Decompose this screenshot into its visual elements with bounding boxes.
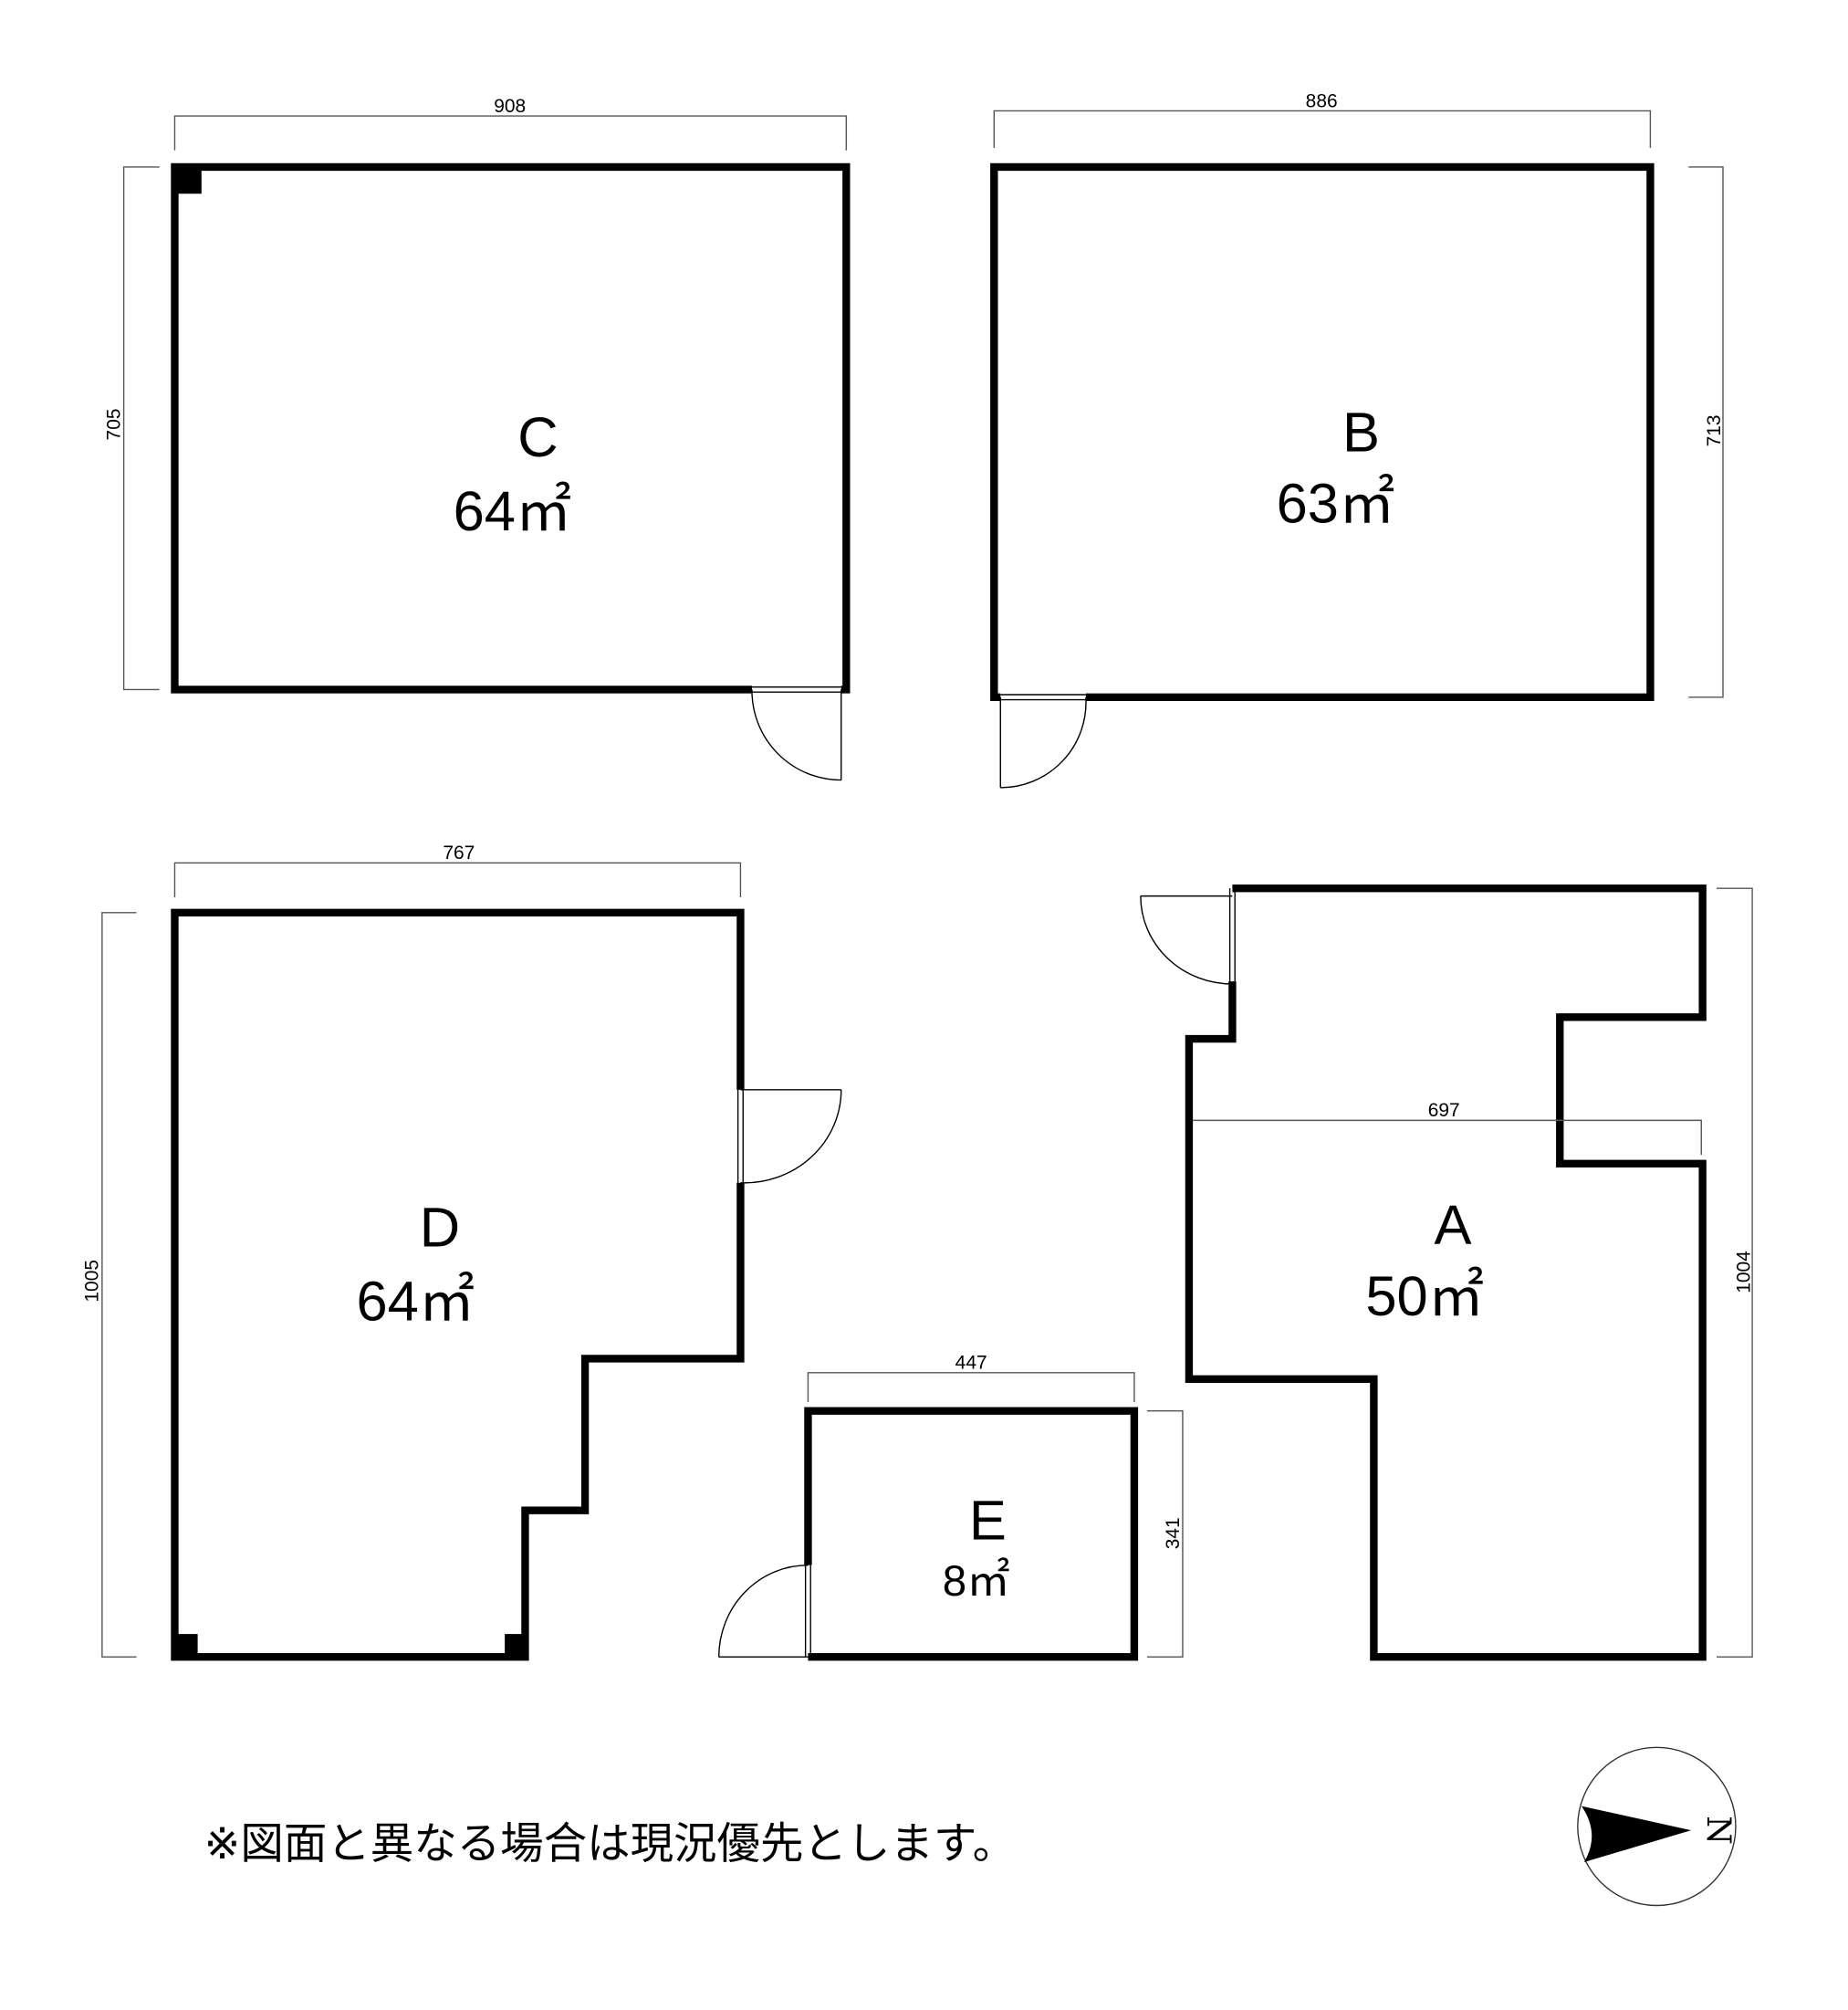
disclaimer-note: ※図面と異なる場合は現況優先とします。 [204, 1819, 1016, 1869]
room-c: 908 705 C 64㎡ [103, 96, 851, 781]
room-d-width-label: 767 [443, 843, 475, 864]
room-e-height-label: 341 [1163, 1517, 1184, 1549]
room-a-height-label: 1004 [1733, 1251, 1754, 1293]
room-b-height-dimension: 713 [1688, 166, 1725, 698]
room-e-height-dimension: 341 [1146, 1410, 1184, 1658]
room-d: 767 1005 D 64㎡ [82, 843, 842, 1661]
room-c-height-label: 705 [103, 409, 124, 441]
room-b-area: 63㎡ [1277, 472, 1395, 535]
room-a-door [1140, 888, 1236, 985]
room-a: 697 1004 A 50㎡ [1140, 885, 1754, 1661]
room-a-label: A [1434, 1194, 1471, 1257]
room-d-walls [171, 908, 745, 1661]
room-e-width-label: 447 [955, 1353, 987, 1374]
room-b-label: B [1342, 401, 1380, 464]
room-a-walls [1185, 885, 1707, 1661]
room-c-walls [171, 162, 851, 694]
compass-needle-icon [1582, 1806, 1692, 1863]
room-d-label: D [420, 1197, 460, 1260]
room-b-width-dimension: 886 [993, 90, 1652, 148]
room-a-width-label: 697 [1428, 1100, 1460, 1121]
room-d-column [177, 1634, 198, 1655]
room-a-width-dimension: 697 [1193, 1100, 1702, 1156]
room-d-area: 64㎡ [356, 1271, 475, 1334]
room-b: 886 713 B 63㎡ [990, 90, 1725, 789]
room-c-label: C [517, 406, 558, 469]
room-c-height-dimension: 705 [103, 166, 160, 691]
room-e-area: 8㎡ [943, 1557, 1010, 1606]
room-e-walls [804, 1407, 1139, 1661]
room-b-width-label: 886 [1306, 90, 1338, 111]
room-d-height-label: 1005 [82, 1260, 103, 1303]
room-b-door [999, 694, 1087, 789]
room-c-width-dimension: 908 [173, 96, 848, 151]
room-d-width-dimension: 767 [173, 843, 742, 898]
room-e-label: E [969, 1490, 1007, 1553]
room-c-column [177, 169, 202, 194]
room-d-height-dimension: 1005 [82, 912, 137, 1658]
room-d-column [505, 1634, 526, 1655]
north-compass-icon: N [1577, 1746, 1738, 1907]
room-d-door [736, 1089, 842, 1184]
room-a-area: 50㎡ [1365, 1265, 1484, 1328]
room-a-height-dimension: 1004 [1717, 887, 1754, 1658]
room-c-area: 64㎡ [454, 480, 572, 543]
room-c-door [751, 686, 842, 781]
room-b-walls [990, 162, 1655, 701]
room-e: 447 341 E 8㎡ [717, 1353, 1184, 1661]
north-label: N [1699, 1816, 1738, 1845]
room-c-width-label: 908 [494, 96, 526, 117]
room-e-door [717, 1564, 811, 1658]
room-e-width-dimension: 447 [807, 1353, 1135, 1402]
room-b-height-label: 713 [1704, 414, 1725, 446]
